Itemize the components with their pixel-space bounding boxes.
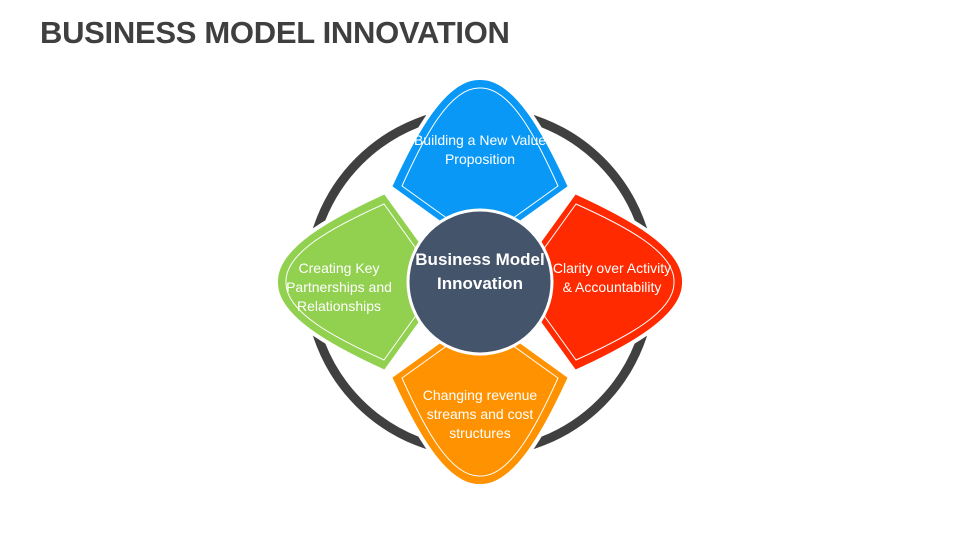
center-circle [406,208,554,356]
petal-shape [508,190,687,374]
slide-title: BUSINESS MODEL INNOVATION [40,15,510,50]
petal-shape [388,75,572,254]
petal-label-bottom: Changing revenue streams and cost struct… [422,387,538,441]
petal-bottom [388,310,572,489]
petal-top [388,75,572,254]
center-label: Business Model Innovation [415,250,545,293]
petal-inner-outline [519,203,675,361]
petal-label-left: Creating Key Partnerships and Relationsh… [286,260,392,314]
petal-inner-outline [401,321,559,477]
petal-inner-outline [285,203,441,361]
petal-label-right: Clarity over Activity & Accountability [552,260,672,295]
petal-label-top: Building a New Value Proposition [413,132,547,167]
petal-inner-outline [401,87,559,243]
petal-shape [273,190,452,374]
petal-left [273,190,452,374]
petal-shape [388,310,572,489]
petal-right [508,190,687,374]
